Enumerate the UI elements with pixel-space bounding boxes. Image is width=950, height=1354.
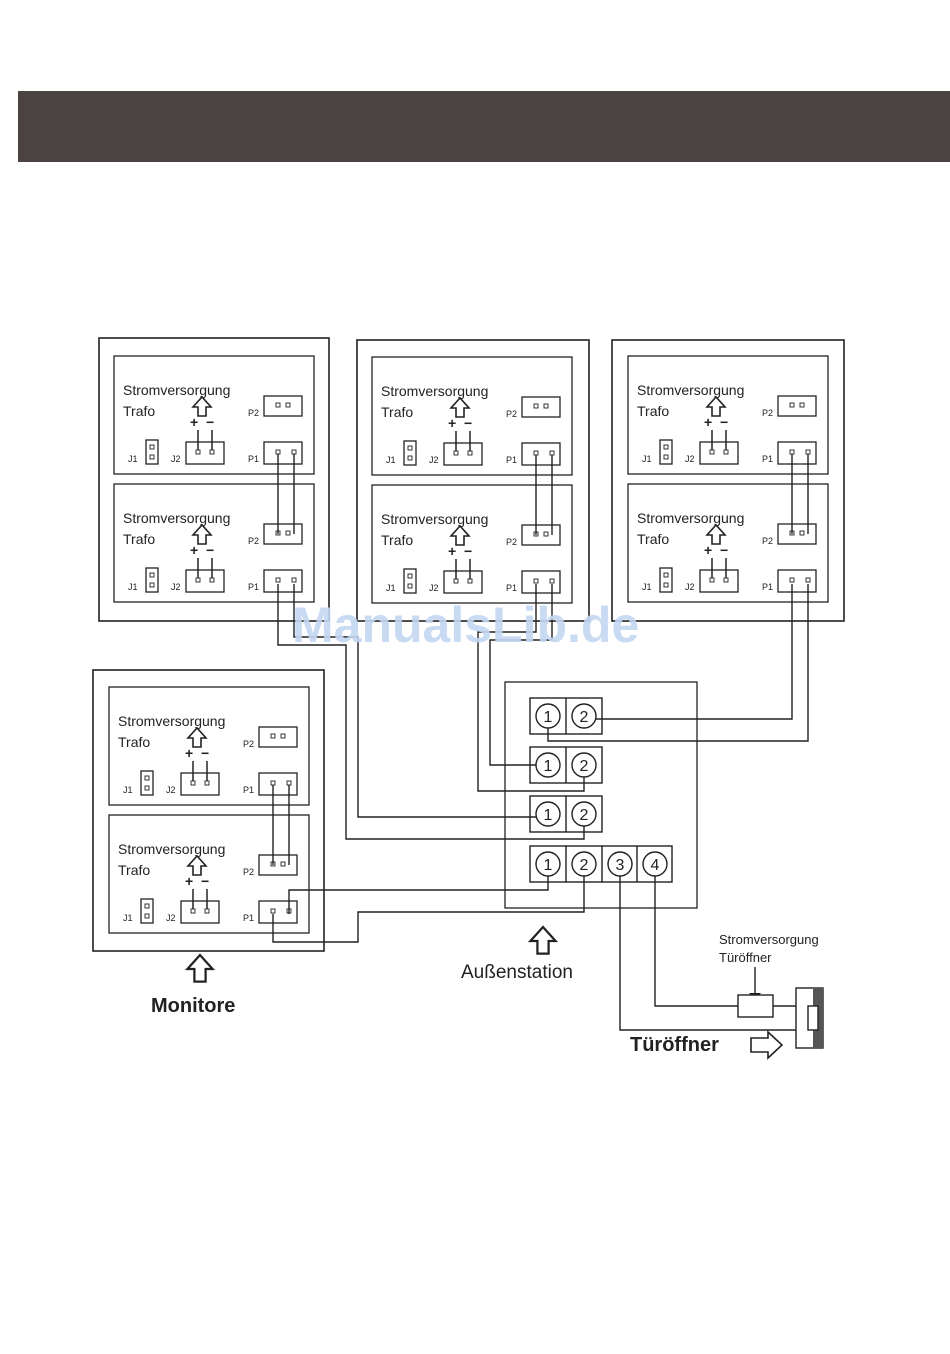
board-plus-label: + xyxy=(190,542,198,558)
board-j2-label: J2 xyxy=(166,785,176,795)
door-opener-supply-line1: Stromversorgung xyxy=(719,932,819,947)
board-minus-label: − xyxy=(201,873,209,889)
terminal-number: 1 xyxy=(544,857,553,874)
board-j1-label: J1 xyxy=(642,454,652,464)
monitor-frame-2 xyxy=(356,339,590,622)
door-opener-label: Türöffner xyxy=(630,1034,719,1056)
monitors-label: Monitore xyxy=(151,995,235,1017)
board-power-label: Stromversorgung xyxy=(637,510,744,526)
board-j1-label: J1 xyxy=(642,582,652,592)
board-power-label: Stromversorgung xyxy=(381,383,488,399)
board-j2-label: J2 xyxy=(685,582,695,592)
board-trafo-label: Trafo xyxy=(123,403,155,419)
board-power-label: Stromversorgung xyxy=(381,511,488,527)
watermark: ManualsLib.de xyxy=(292,597,639,653)
monitor-frame-3 xyxy=(611,339,845,622)
board-trafo-label: Trafo xyxy=(118,734,150,750)
board-power-label: Stromversorgung xyxy=(637,382,744,398)
board-minus-label: − xyxy=(720,542,728,558)
board-j2-label: J2 xyxy=(166,913,176,923)
board-p2-label: P2 xyxy=(506,409,517,419)
board-p2-label: P2 xyxy=(762,408,773,418)
board-p2-label: P2 xyxy=(248,408,259,418)
terminal-number: 4 xyxy=(651,857,660,874)
outdoor-station-frame xyxy=(504,681,698,909)
board-plus-label: + xyxy=(704,542,712,558)
terminal-number: 2 xyxy=(580,709,589,726)
board-trafo-label: Trafo xyxy=(637,403,669,419)
board-p2-label: P2 xyxy=(762,536,773,546)
terminal-number: 2 xyxy=(580,857,589,874)
board-power-label: Stromversorgung xyxy=(118,841,225,857)
header-bar xyxy=(18,91,950,162)
board-plus-label: + xyxy=(448,415,456,431)
monitor-frame-4 xyxy=(92,669,325,952)
board-j1-label: J1 xyxy=(123,913,133,923)
board-j1-label: J1 xyxy=(128,454,138,464)
arrow-right-door-opener xyxy=(750,1030,784,1060)
board-plus-label: + xyxy=(190,414,198,430)
board-j2-label: J2 xyxy=(429,455,439,465)
board-p2-label: P2 xyxy=(506,537,517,547)
board-plus-label: + xyxy=(448,543,456,559)
board-p1-label: P1 xyxy=(762,454,773,464)
board-power-label: Stromversorgung xyxy=(118,713,225,729)
terminal-number: 3 xyxy=(616,857,625,874)
board-trafo-label: Trafo xyxy=(123,531,155,547)
board-p1-label: P1 xyxy=(243,913,254,923)
board-minus-label: − xyxy=(201,745,209,761)
board-minus-label: − xyxy=(720,414,728,430)
terminal-number: 2 xyxy=(580,807,589,824)
board-minus-label: − xyxy=(206,414,214,430)
board-trafo-label: Trafo xyxy=(381,532,413,548)
terminal-number: 2 xyxy=(580,758,589,775)
board-plus-label: + xyxy=(704,414,712,430)
board-trafo-label: Trafo xyxy=(637,531,669,547)
board-p2-label: P2 xyxy=(243,867,254,877)
board-minus-label: − xyxy=(206,542,214,558)
board-minus-label: − xyxy=(464,415,472,431)
door-opener-power-box xyxy=(737,994,774,1018)
board-plus-label: + xyxy=(185,745,193,761)
terminal-number: 1 xyxy=(544,807,553,824)
board-j2-label: J2 xyxy=(171,454,181,464)
monitor-frame-1 xyxy=(98,337,330,622)
arrow-up-monitors xyxy=(186,953,214,983)
board-j1-label: J1 xyxy=(128,582,138,592)
board-p1-label: P1 xyxy=(506,455,517,465)
board-p1-label: P1 xyxy=(243,785,254,795)
board-trafo-label: Trafo xyxy=(118,862,150,878)
board-power-label: Stromversorgung xyxy=(123,382,230,398)
board-p1-label: P1 xyxy=(506,583,517,593)
board-p1-label: P1 xyxy=(248,582,259,592)
board-p1-label: P1 xyxy=(248,454,259,464)
board-plus-label: + xyxy=(185,873,193,889)
terminal-number: 1 xyxy=(544,709,553,726)
door-opener-supply-line2: Türöffner xyxy=(719,950,772,965)
board-power-label: Stromversorgung xyxy=(123,510,230,526)
board-p2-label: P2 xyxy=(243,739,254,749)
board-minus-label: − xyxy=(464,543,472,559)
board-j2-label: J2 xyxy=(171,582,181,592)
outdoor-station-label: Außenstation xyxy=(461,962,573,983)
arrow-up-outdoor xyxy=(529,925,557,955)
terminal-number: 1 xyxy=(544,758,553,775)
board-j1-label: J1 xyxy=(123,785,133,795)
board-j2-label: J2 xyxy=(685,454,695,464)
board-j1-label: J1 xyxy=(386,455,396,465)
door-lock-icon xyxy=(795,987,824,1049)
board-p2-label: P2 xyxy=(248,536,259,546)
board-j1-label: J1 xyxy=(386,583,396,593)
board-j2-label: J2 xyxy=(429,583,439,593)
board-trafo-label: Trafo xyxy=(381,404,413,420)
board-p1-label: P1 xyxy=(762,582,773,592)
